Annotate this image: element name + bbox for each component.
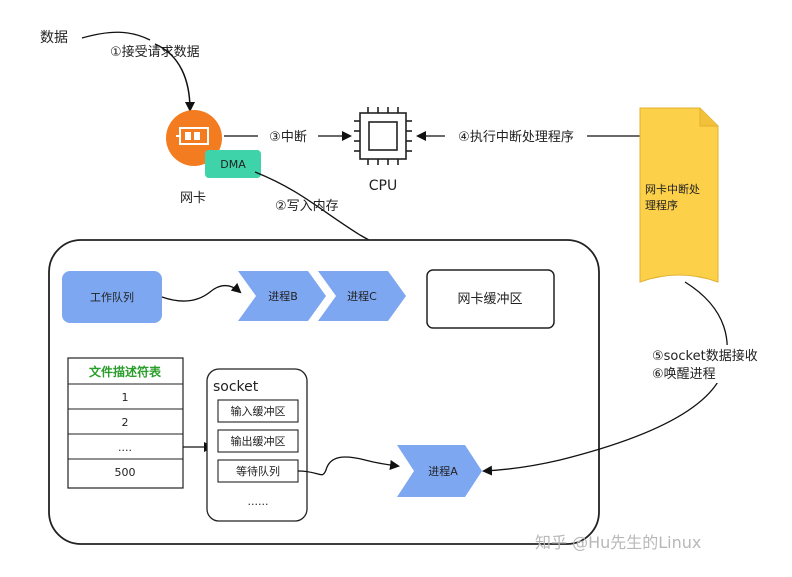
step2-label: ②写入内存 bbox=[275, 198, 339, 214]
nic-buffer-box bbox=[426, 269, 555, 329]
wait-queue-label: 等待队列 bbox=[236, 464, 280, 478]
socket-more-label: ...... bbox=[248, 495, 269, 508]
process-c-label: 进程C bbox=[347, 290, 377, 303]
input-buffer-label: 输入缓冲区 bbox=[231, 404, 286, 418]
process-b-chevron bbox=[238, 271, 326, 321]
work-queue-box bbox=[62, 271, 162, 323]
step1-arrow bbox=[154, 43, 195, 112]
watermark: 知乎 @Hu先生的Linux bbox=[535, 533, 701, 552]
fd-row-2: 2 bbox=[122, 416, 129, 429]
data-label: 数据 bbox=[40, 30, 68, 46]
fd-row-4: 500 bbox=[115, 466, 136, 479]
step4-label-bg bbox=[445, 126, 587, 144]
handler-label-line2: 理程序 bbox=[645, 198, 678, 212]
cpu-label: CPU bbox=[369, 178, 397, 194]
process-c-chevron bbox=[318, 271, 406, 321]
fd-row-1: 1 bbox=[122, 391, 129, 404]
fd-table-title: 文件描述符表 bbox=[89, 364, 162, 379]
process-b-label: 进程B bbox=[268, 290, 298, 303]
input-buffer-box bbox=[217, 399, 299, 423]
process-a-label: 进程A bbox=[428, 465, 458, 478]
interrupt-handler-document bbox=[639, 107, 719, 283]
dma-box bbox=[205, 150, 261, 178]
fd-row-3: .... bbox=[118, 441, 132, 454]
cpu-icon bbox=[354, 107, 412, 165]
output-buffer-label: 输出缓冲区 bbox=[231, 434, 286, 448]
fd-table bbox=[67, 357, 184, 489]
nic-buffer-label: 网卡缓冲区 bbox=[457, 292, 522, 307]
step3-label-bg bbox=[258, 126, 318, 144]
dma-label: DMA bbox=[220, 158, 246, 171]
step5-label: ⑤socket数据接收 bbox=[652, 348, 758, 364]
nic-label: 网卡 bbox=[180, 191, 206, 206]
handler-label-line1: 网卡中断处 bbox=[645, 182, 700, 196]
step6-label: ⑥唤醒进程 bbox=[652, 367, 716, 382]
work-queue-arrow bbox=[161, 282, 242, 302]
step4-label: ④执行中断处理程序 bbox=[458, 130, 574, 145]
socket-label: socket bbox=[213, 379, 259, 395]
output-buffer-box bbox=[217, 429, 299, 453]
step5-label-bg bbox=[650, 345, 778, 383]
work-queue-label: 工作队列 bbox=[90, 290, 134, 304]
data-arrow-line bbox=[81, 31, 151, 41]
wait-queue-arrow bbox=[297, 456, 400, 476]
step5-arrow bbox=[482, 281, 728, 476]
process-a-chevron bbox=[397, 445, 482, 497]
document-fold bbox=[699, 108, 718, 127]
step3-label: ③中断 bbox=[269, 130, 307, 145]
step1-label: ①接受请求数据 bbox=[110, 44, 200, 60]
